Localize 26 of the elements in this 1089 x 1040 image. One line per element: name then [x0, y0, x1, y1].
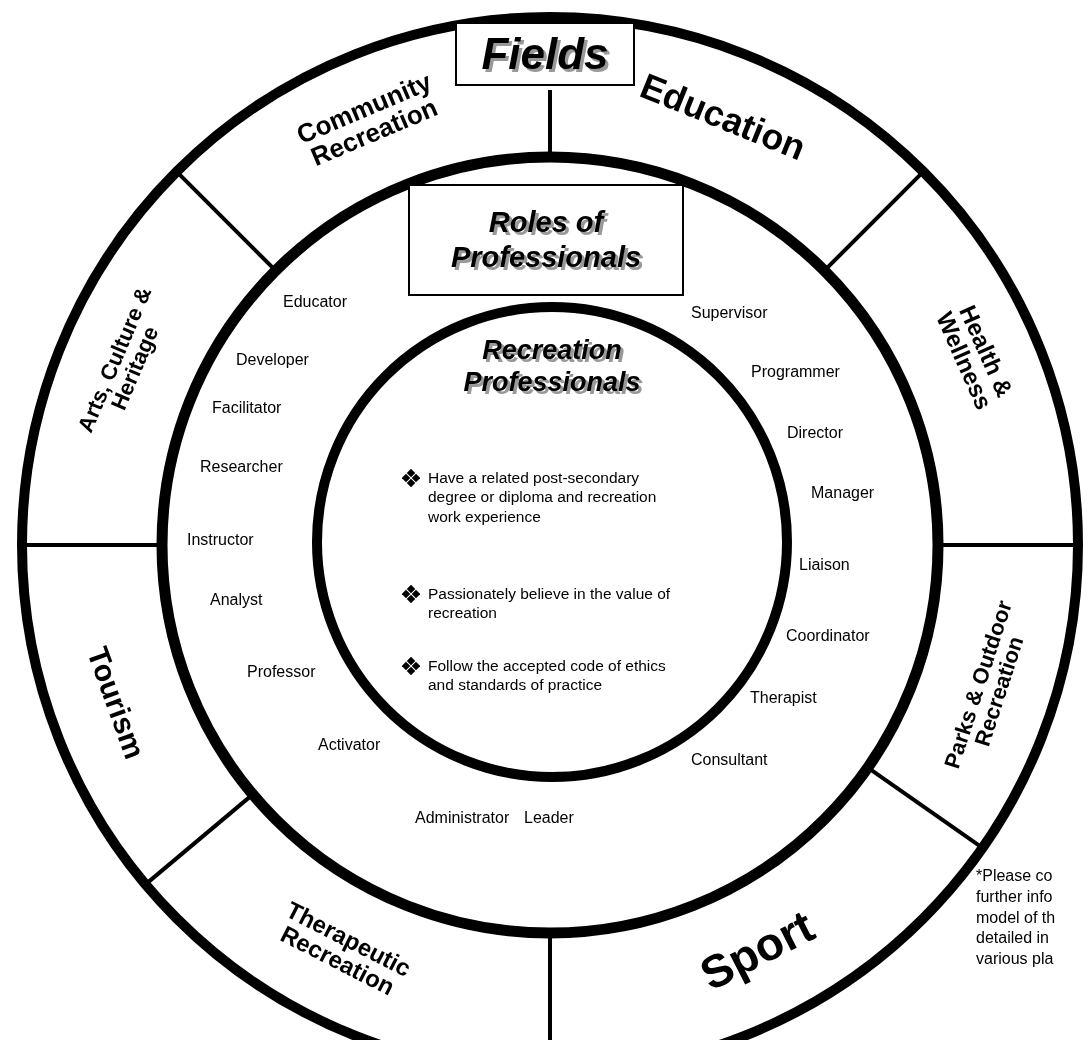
heading-box: Roles of Professionals [408, 184, 684, 296]
role-label: Facilitator [212, 399, 282, 417]
role-label: Director [787, 424, 843, 442]
role-label: Educator [283, 293, 348, 311]
role-label: Instructor [187, 531, 254, 549]
role-label: Researcher [200, 458, 283, 476]
role-label: Manager [811, 484, 875, 502]
role-label: Analyst [210, 591, 263, 609]
role-label: Coordinator [786, 627, 870, 645]
role-label: Professor [247, 663, 316, 681]
footnote-text: *Please co further info model of th detailed in various pla [976, 866, 1057, 970]
role-label: Leader [524, 809, 574, 827]
role-label: Consultant [691, 751, 768, 769]
role-label: Liaison [799, 556, 850, 574]
role-label: Activator [318, 736, 381, 754]
bullet-text: Follow the accepted code of ethics and standards of practice [428, 656, 667, 695]
bullet-text: Passionately believe in the value of recreation [428, 584, 672, 623]
role-label: Supervisor [691, 304, 768, 322]
role-label: Therapist [750, 689, 817, 707]
role-label: Administrator [415, 809, 510, 827]
title-box: Fields [455, 22, 635, 86]
field-label: Tourism [62, 622, 170, 784]
bullet-text: Have a related post-secondary degree or diploma and recreation work experience [428, 468, 658, 527]
role-label: Programmer [751, 363, 840, 381]
circle-heading: Recreation Professionals [462, 334, 642, 399]
field-label: Sport [668, 875, 845, 1026]
